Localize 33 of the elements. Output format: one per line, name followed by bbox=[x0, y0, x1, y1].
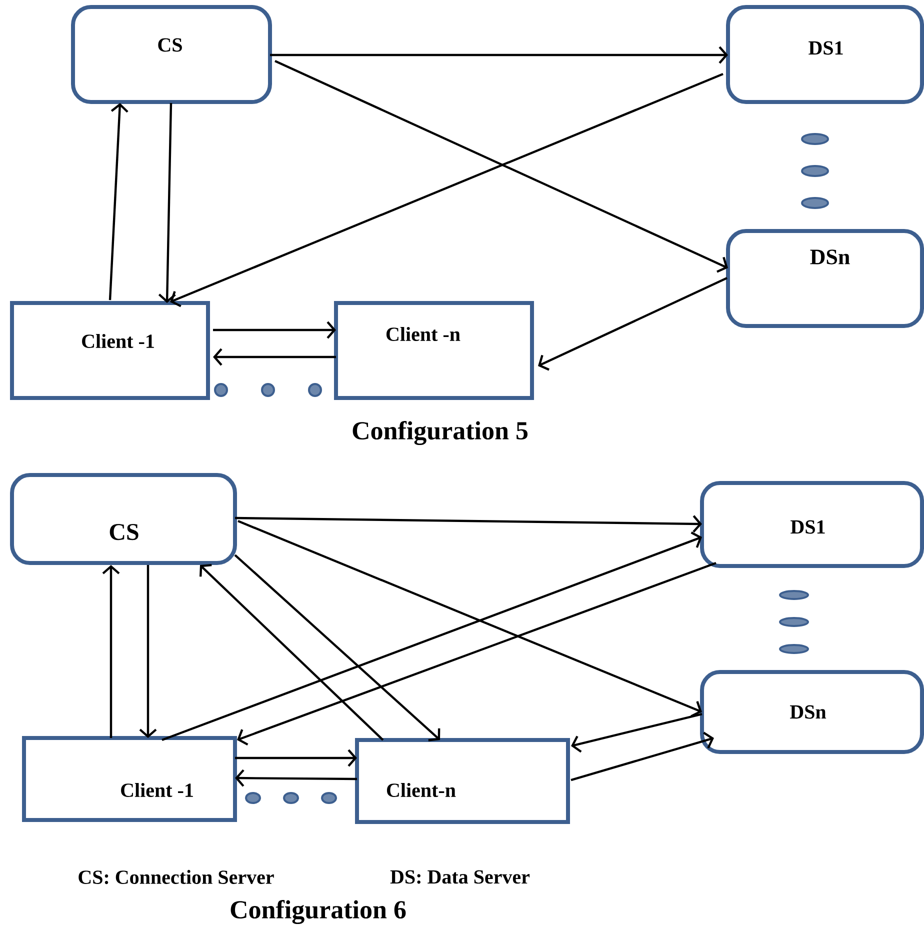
arrow bbox=[238, 520, 702, 718]
arrow bbox=[162, 532, 702, 742]
server-box: DSn bbox=[700, 670, 924, 754]
client-box: Client-n bbox=[355, 738, 570, 824]
arrow bbox=[270, 46, 728, 64]
client-box: Client -n bbox=[334, 301, 534, 400]
arrow bbox=[102, 565, 120, 738]
server-box: CS bbox=[10, 473, 237, 565]
arrow bbox=[170, 72, 724, 308]
arrow bbox=[571, 712, 702, 753]
caption: Configuration 6 bbox=[230, 900, 406, 924]
arrow bbox=[235, 769, 358, 787]
arrow bbox=[234, 554, 440, 742]
arrow bbox=[235, 749, 357, 767]
client-box: Client -1 bbox=[22, 736, 237, 822]
arrow bbox=[274, 60, 728, 273]
arrow bbox=[538, 277, 728, 371]
server-box: DS1 bbox=[700, 481, 924, 568]
arrow bbox=[108, 103, 128, 300]
arrow bbox=[234, 515, 702, 533]
server-box: DSn bbox=[726, 229, 924, 328]
arrow bbox=[139, 565, 157, 738]
arrow bbox=[570, 732, 714, 782]
server-box: DS1 bbox=[726, 5, 924, 104]
arrow bbox=[213, 348, 336, 366]
legend-text: DS: Data Server bbox=[390, 870, 530, 884]
arrow bbox=[213, 321, 336, 339]
arrow bbox=[237, 562, 716, 746]
arrow bbox=[158, 102, 176, 303]
server-box: CS bbox=[71, 5, 272, 104]
legend-text: CS: Connection Server bbox=[78, 870, 274, 884]
arrow bbox=[200, 564, 384, 741]
client-box: Client -1 bbox=[10, 301, 210, 400]
